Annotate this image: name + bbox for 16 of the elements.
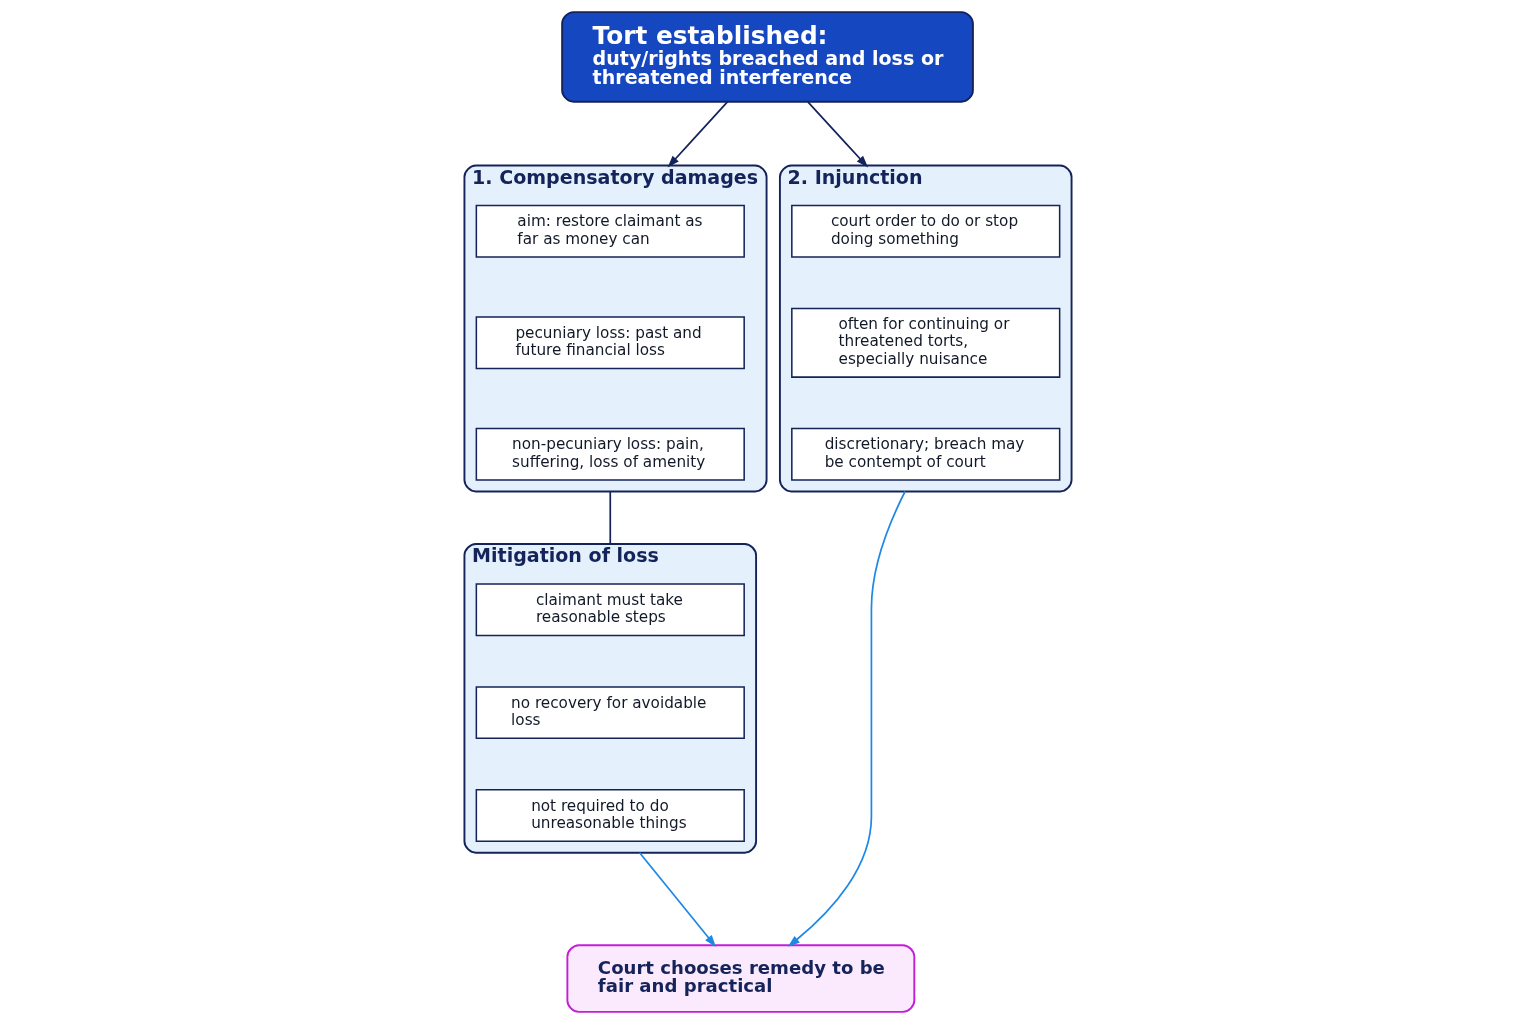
node-box: Court chooses remedy to be fair and practical xyxy=(566,944,916,1013)
node-box: Tort established: duty/rights breached and loss or threatened interference xyxy=(561,11,974,103)
node-box: often for continuing or threatened torts, especially nuisance xyxy=(791,307,1061,378)
node-box: discretionary; breach may be contempt of court xyxy=(791,427,1061,481)
arrow xyxy=(787,490,906,947)
arrow xyxy=(667,100,729,168)
node-box: pecuniary loss: past and future financial loss xyxy=(475,316,745,370)
connector xyxy=(609,490,612,545)
arrow xyxy=(638,851,716,947)
node-box: not required to do unreasonable things xyxy=(475,789,745,843)
node-box: no recovery for avoidable loss xyxy=(475,686,745,740)
node-box: court order to do or stop doing something xyxy=(791,204,1061,258)
node-box: aim: restore claimant as far as money can xyxy=(475,204,745,258)
node-box: claimant must take reasonable steps xyxy=(475,583,745,637)
node-box: non-pecuniary loss: pain, suffering, loss of amenity xyxy=(475,427,745,481)
arrow xyxy=(807,100,869,168)
